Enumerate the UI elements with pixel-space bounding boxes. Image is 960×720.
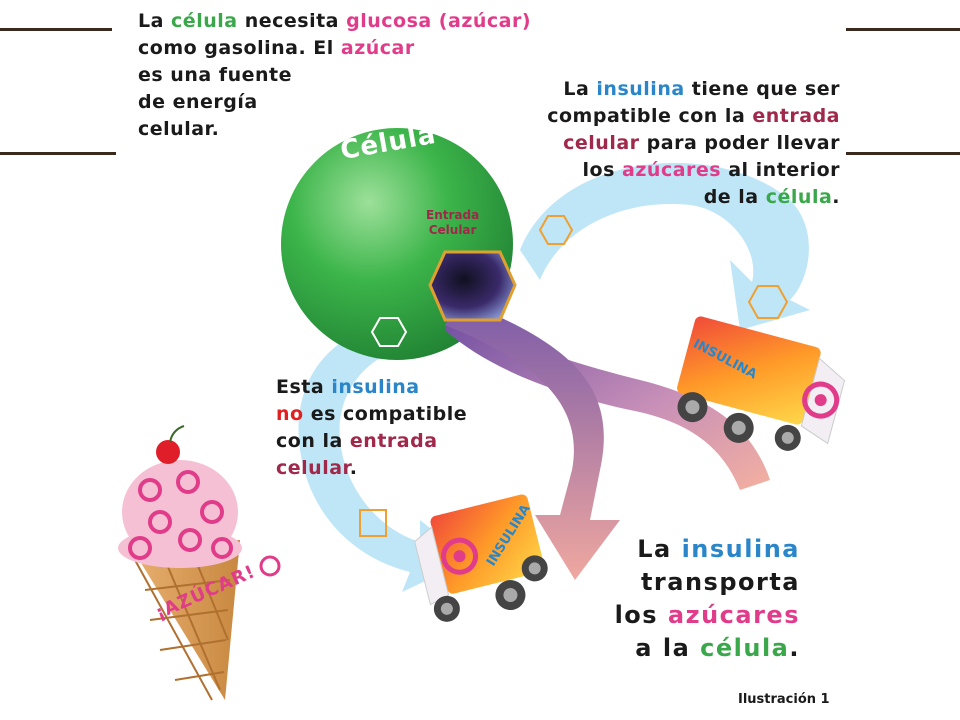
arrow-left-loop bbox=[298, 305, 470, 592]
insulin-truck-upper bbox=[677, 316, 846, 451]
rule-top-left bbox=[0, 28, 112, 31]
incompatible-insulin-text: Esta insulina no es compatible con la en… bbox=[276, 376, 468, 479]
arrow-right-loop bbox=[520, 162, 810, 330]
hexagon-small-3 bbox=[370, 317, 408, 347]
icecream-cone bbox=[118, 425, 281, 701]
hexagon-small-2 bbox=[747, 285, 789, 319]
rule-top-right bbox=[846, 28, 960, 31]
insulin-truck-lower bbox=[414, 494, 548, 622]
insulin-compatibility-text: La insulina tiene que ser compatible con… bbox=[547, 78, 840, 208]
rule-mid-left bbox=[0, 152, 116, 155]
sugar-path-lower bbox=[445, 300, 620, 580]
insulin-transport-text: La insulina transporta los azúcares a la… bbox=[614, 535, 800, 662]
rule-mid-right bbox=[846, 152, 960, 155]
intro-text: La célula necesita glucosa (azúcar) como… bbox=[138, 10, 532, 140]
figure-caption: Ilustración 1 bbox=[738, 692, 830, 707]
cell-entry-hexagon bbox=[428, 250, 517, 322]
square-small bbox=[359, 509, 387, 537]
hexagon-small-1 bbox=[538, 215, 574, 245]
